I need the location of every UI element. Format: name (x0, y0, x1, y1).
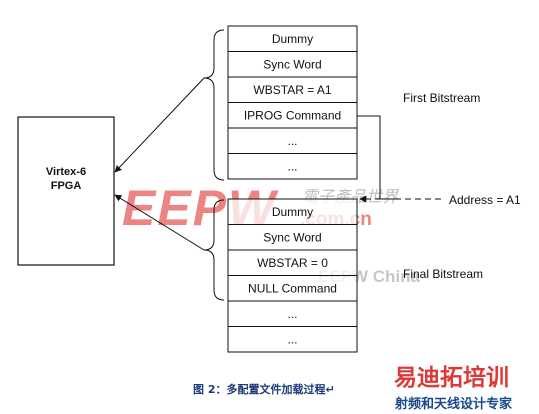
final-bitstream-row-label: WBSTAR = 0 (257, 256, 328, 270)
first-bitstream-row-box (227, 76, 358, 103)
fpga-label-line1: Virtex-6 (46, 166, 86, 178)
fpga-label-line2: FPGA (51, 180, 82, 192)
final-bitstream-row-label: NULL Command (248, 281, 337, 295)
final-bitstream-row-label: ... (287, 307, 297, 321)
first-bitstream-row-box (227, 51, 358, 78)
first-bitstream-row-label: IPROG Command (244, 108, 341, 122)
first-bitstream-row-label: ... (287, 134, 297, 148)
first-brace (203, 29, 225, 181)
final-bitstream-row-label: ... (287, 332, 297, 346)
final-bitstream-row-box (227, 275, 358, 302)
fpga-box (17, 116, 115, 266)
address-label: Address = A1 (449, 193, 521, 207)
final-bitstream-row-box (227, 249, 358, 276)
first-bitstream-row-box (227, 153, 358, 180)
brand-logo-text: 易迪拓培训 (394, 364, 509, 391)
final-bitstream-label: Final Bitstream (403, 267, 483, 281)
first-bitstream-label: First Bitstream (403, 91, 480, 105)
first-load-arrow (114, 77, 205, 173)
brand-tagline-text: 射频和天线设计专家 (394, 396, 513, 412)
first-bitstream-row-label: ... (287, 159, 297, 173)
figure-caption: 图 2：多配置文件加载过程↵ (193, 382, 335, 396)
final-bitstream-row-box (227, 198, 358, 225)
final-bitstream-row-box (227, 326, 358, 353)
final-bitstream-row-label: Dummy (272, 205, 313, 219)
first-bitstream-row-label: Sync Word (263, 57, 321, 71)
first-bitstream-row-label: WBSTAR = A1 (253, 83, 331, 97)
final-bitstream-row-label: Sync Word (263, 230, 321, 244)
brand-watermark: 易迪拓培训 射频和天线设计专家 (394, 364, 513, 412)
final-load-arrow (114, 194, 205, 251)
first-bitstream-row-label: Dummy (272, 32, 313, 46)
first-bitstream-row-box (227, 102, 358, 129)
first-bitstream-row-box (227, 127, 358, 154)
